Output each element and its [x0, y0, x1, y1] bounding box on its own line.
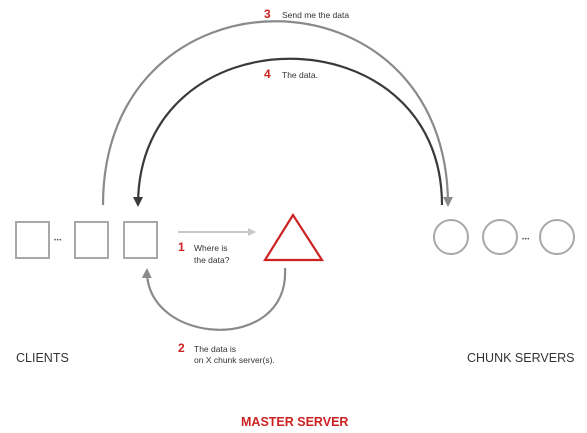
step-2: 2 The data is on X chunk server(s).: [178, 341, 275, 365]
clients-label: CLIENTS: [16, 351, 69, 365]
step-text-line: The data.: [282, 70, 318, 80]
step-text-line: the data?: [194, 255, 230, 265]
data-return-arc: [133, 57, 444, 207]
chunk-server-circle: [482, 219, 518, 255]
chunk-servers-label: CHUNK SERVERS: [467, 351, 574, 365]
master-server-label: MASTER SERVER: [241, 415, 348, 429]
chunk-server-circle: [539, 219, 575, 255]
step-3: 3 Send me the data: [264, 7, 349, 21]
client-box: [15, 221, 50, 259]
clients-group: •••: [15, 221, 158, 259]
step-text-line: Send me the data: [282, 10, 349, 20]
chunk-servers-group: •••: [433, 219, 575, 255]
step-text-line: on X chunk server(s).: [194, 355, 275, 365]
chunk-server-circle: [433, 219, 469, 255]
step-text-line: The data is: [194, 344, 236, 354]
data-location-reply-arc: [141, 267, 287, 331]
step-number: 2: [178, 341, 185, 355]
step-number: 3: [264, 7, 271, 21]
send-data-request-arc: [101, 20, 453, 207]
step-4: 4 The data.: [264, 67, 318, 81]
step-number: 1: [178, 240, 185, 254]
step-text-line: Where is: [194, 243, 228, 253]
step-1: 1 Where is the data?: [178, 240, 230, 265]
step-number: 4: [264, 67, 271, 81]
master-server-triangle: [263, 212, 325, 262]
clients-ellipsis: •••: [54, 238, 62, 244]
client-box: [123, 221, 158, 259]
client-box: [74, 221, 109, 259]
chunk-servers-ellipsis: •••: [522, 237, 530, 243]
